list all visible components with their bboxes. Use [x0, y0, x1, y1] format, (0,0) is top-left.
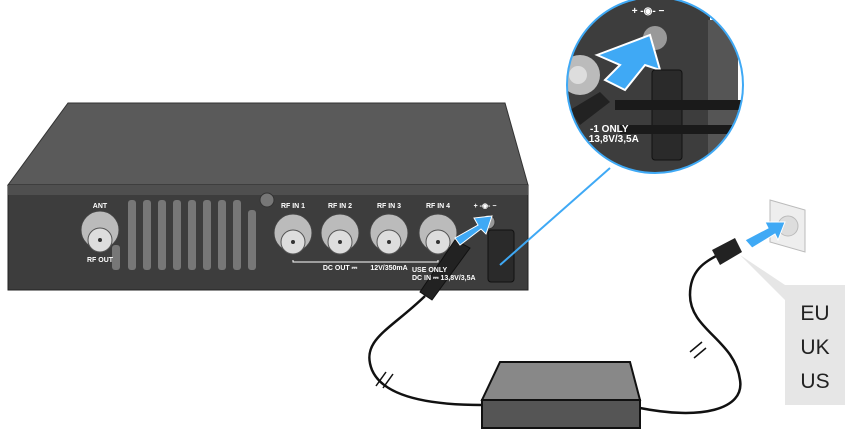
- power-supply-unit: [480, 361, 642, 429]
- cable-strain-relief: [487, 229, 515, 283]
- ant-bnc-connector: [80, 210, 120, 253]
- region-callout: [740, 255, 845, 405]
- insert-arrow-icon: [454, 215, 493, 246]
- rf-in-1-label: RF IN 1: [281, 203, 305, 210]
- zoom-only-label: -1 ONLY: [590, 124, 629, 135]
- zoom-polarity-symbol: + -◉- −: [632, 6, 665, 17]
- rf-in-4-label: RF IN 4: [426, 203, 450, 210]
- zoom-circle: [566, 0, 744, 174]
- grounding-screw: [259, 192, 275, 208]
- dc-out-label: DC OUT ⎓: [323, 265, 358, 272]
- mains-plug: [712, 238, 742, 265]
- rf-in-3-connector: [369, 213, 409, 255]
- rf-in-1-connector: [273, 213, 313, 255]
- zoom-insert-arrow-icon: [594, 33, 662, 92]
- use-only-label: USE ONLY: [412, 267, 447, 274]
- region-uk: UK: [800, 336, 829, 359]
- mains-cable: [639, 253, 742, 415]
- dc-in-label: DC IN ⎓ 13,8V/3,5A: [412, 275, 476, 282]
- ventilation-slots: [112, 200, 256, 270]
- dc-out-bracket-line: [292, 260, 439, 263]
- zoom-detail: + -◉- − -1 ONLY ⎓ 13,8V/3,5A: [567, 0, 743, 173]
- rf-in-2-connector: [320, 213, 360, 255]
- dc-cable: [368, 295, 483, 407]
- callout-line: [499, 167, 611, 266]
- zoom-rating-label: ⎓ 13,8V/3,5A: [578, 134, 639, 145]
- dc-plug: [419, 239, 471, 301]
- region-eu: EU: [800, 302, 829, 325]
- cable-break-marks: [375, 341, 707, 389]
- plug-in-arrow-icon: [744, 221, 786, 249]
- rf-in-4-connector: [418, 213, 458, 255]
- dc-out-rating: 12V/350mA: [370, 265, 407, 272]
- polarity-symbol: + -◉- −: [474, 203, 497, 210]
- device-top: [7, 102, 529, 186]
- region-us: US: [800, 370, 829, 393]
- rf-out-label: RF OUT: [87, 257, 114, 264]
- rear-panel-top-edge: [8, 185, 528, 195]
- ant-label: ANT: [93, 203, 108, 210]
- rf-in-2-label: RF IN 2: [328, 203, 352, 210]
- rf-in-3-label: RF IN 3: [377, 203, 401, 210]
